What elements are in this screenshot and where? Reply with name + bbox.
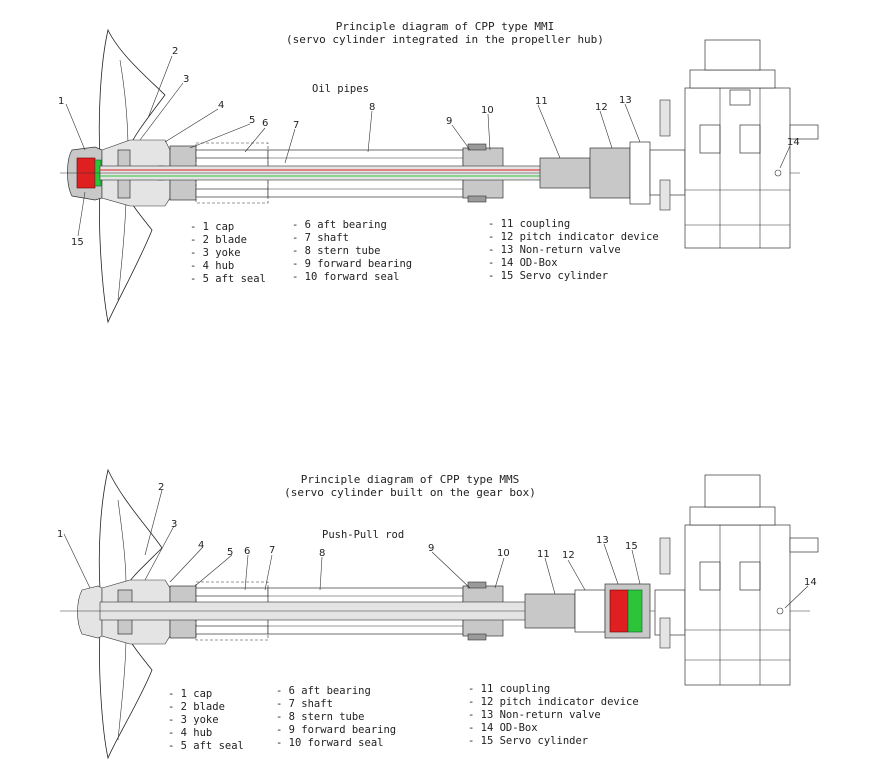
- top-legend-7: - 7 shaft: [292, 232, 349, 244]
- bottom-num-6: 6: [244, 546, 250, 557]
- top-num-1: 1: [58, 96, 64, 107]
- top-num-9: 9: [446, 116, 452, 127]
- top-num-11: 11: [535, 96, 548, 107]
- top-num-12: 12: [595, 102, 608, 113]
- bottom-title-line2: (servo cylinder built on the gear box): [284, 486, 536, 499]
- top-num-7: 7: [293, 120, 299, 131]
- top-legend-11: - 11 coupling: [488, 218, 570, 230]
- top-num-8: 8: [369, 102, 375, 113]
- bottom-title-line1: Principle diagram of CPP type MMS: [301, 473, 520, 486]
- bottom-legend-12: - 12 pitch indicator device: [468, 696, 639, 708]
- top-legend-2: - 2 blade: [190, 234, 247, 246]
- bottom-legend-1: - 1 cap: [168, 688, 212, 700]
- top-legend-3: - 3 yoke: [190, 247, 241, 259]
- bottom-legend-8: - 8 stern tube: [276, 711, 365, 723]
- top-legend-15: - 15 Servo cylinder: [488, 270, 608, 282]
- top-num-6: 6: [262, 118, 268, 129]
- bottom-coupling: [524, 593, 576, 629]
- top-legend-5: - 5 aft seal: [190, 273, 266, 285]
- top-legend-12: - 12 pitch indicator device: [488, 231, 659, 243]
- top-legend-1: - 1 cap: [190, 221, 234, 233]
- top-title-line2: (servo cylinder integrated in the propel…: [286, 33, 604, 46]
- top-legend-8: - 8 stern tube: [292, 245, 381, 257]
- top-legend-10: - 10 forward seal: [292, 271, 399, 283]
- bottom-gearbox: [654, 474, 819, 686]
- top-legend-9: - 9 forward bearing: [292, 258, 412, 270]
- bottom-legend-13: - 13 Non-return valve: [468, 709, 601, 721]
- bottom-legend: - 1 cap - 2 blade - 3 yoke - 4 hub - 5 a…: [168, 683, 639, 752]
- bottom-num-9: 9: [428, 543, 434, 554]
- top-num-10: 10: [481, 105, 494, 116]
- bottom-num-1: 1: [57, 529, 63, 540]
- bottom-legend-6: - 6 aft bearing: [276, 685, 371, 697]
- bottom-legend-2: - 2 blade: [168, 701, 225, 713]
- bottom-legend-15: - 15 Servo cylinder: [468, 735, 588, 747]
- bottom-servo-cylinder: [609, 589, 629, 633]
- top-num-2: 2: [172, 46, 178, 57]
- top-blade-lower: [99, 189, 153, 324]
- bottom-callout-push-pull: Push-Pull rod: [322, 529, 404, 541]
- bottom-num-14: 14: [804, 577, 817, 588]
- diagram-mms: Principle diagram of CPP type MMS (servo…: [57, 468, 819, 760]
- bottom-num-11: 11: [537, 549, 550, 560]
- top-num-4: 4: [218, 100, 224, 111]
- top-gearbox: [649, 39, 819, 249]
- bottom-num-12: 12: [562, 550, 575, 561]
- bottom-num-5: 5: [227, 547, 233, 558]
- bottom-legend-10: - 10 forward seal: [276, 737, 383, 749]
- bottom-legend-9: - 9 forward bearing: [276, 724, 396, 736]
- top-num-5: 5: [249, 115, 255, 126]
- bottom-legend-3: - 3 yoke: [168, 714, 219, 726]
- bottom-num-8: 8: [319, 548, 325, 559]
- bottom-legend-14: - 14 OD-Box: [468, 722, 538, 734]
- top-num-14: 14: [787, 137, 800, 148]
- top-num-15: 15: [71, 237, 84, 248]
- bottom-blade-upper: [98, 468, 163, 591]
- top-num-13: 13: [619, 95, 632, 106]
- top-blade-upper: [98, 28, 166, 159]
- bottom-num-4: 4: [198, 540, 204, 551]
- bottom-num-13: 13: [596, 535, 609, 546]
- bottom-num-2: 2: [158, 482, 164, 493]
- bottom-num-7: 7: [269, 545, 275, 556]
- bottom-legend-5: - 5 aft seal: [168, 740, 244, 752]
- top-legend-4: - 4 hub: [190, 260, 234, 272]
- bottom-cap: [77, 585, 103, 639]
- diagram-mmi: Principle diagram of CPP type MMI (servo…: [58, 20, 819, 324]
- bottom-blade-lower: [99, 629, 153, 760]
- top-legend-6: - 6 aft bearing: [292, 219, 387, 231]
- bottom-num-10: 10: [497, 548, 510, 559]
- bottom-legend-4: - 4 hub: [168, 727, 212, 739]
- top-legend-14: - 14 OD-Box: [488, 257, 558, 269]
- bottom-legend-11: - 11 coupling: [468, 683, 550, 695]
- top-legend-13: - 13 Non-return valve: [488, 244, 621, 256]
- top-callout-oil-pipes: Oil pipes: [312, 83, 369, 95]
- bottom-num-3: 3: [171, 519, 177, 530]
- top-title-line1: Principle diagram of CPP type MMI: [336, 20, 555, 33]
- top-coupling: [539, 157, 591, 189]
- top-legend: - 1 cap - 2 blade - 3 yoke - 4 hub - 5 a…: [190, 218, 659, 285]
- bottom-legend-7: - 7 shaft: [276, 698, 333, 710]
- top-num-3: 3: [183, 74, 189, 85]
- bottom-num-15: 15: [625, 541, 638, 552]
